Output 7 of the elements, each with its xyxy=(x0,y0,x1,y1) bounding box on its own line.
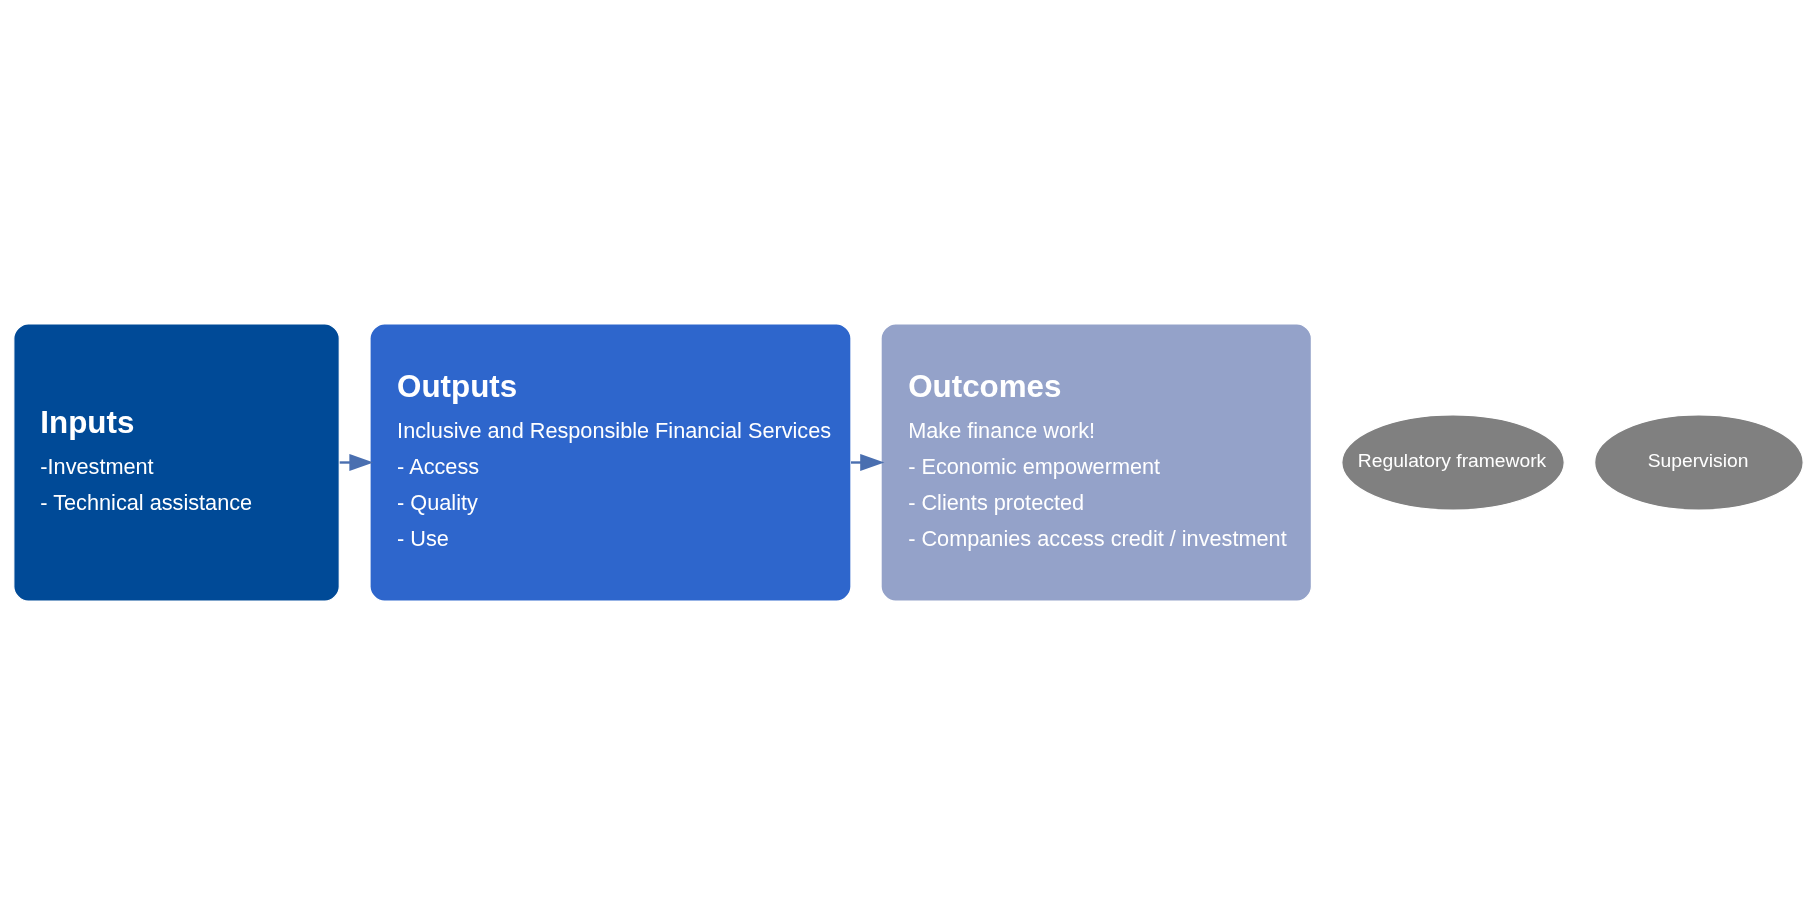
node-ellipse: Supervision xyxy=(1593,413,1804,511)
arrow xyxy=(850,453,884,471)
arrow xyxy=(339,453,373,471)
node-box: Outputs Inclusive and Responsible Financial Services - Access - Quality - Use xyxy=(368,322,852,602)
node-box: Inputs -Investment - Technical assistance xyxy=(12,322,340,602)
node-box: Outcomes Make finance work! - Economic empowerment - Clients protected - Companies access credit / investment xyxy=(879,322,1312,602)
node-ellipse: Regulatory framework xyxy=(1340,413,1565,511)
